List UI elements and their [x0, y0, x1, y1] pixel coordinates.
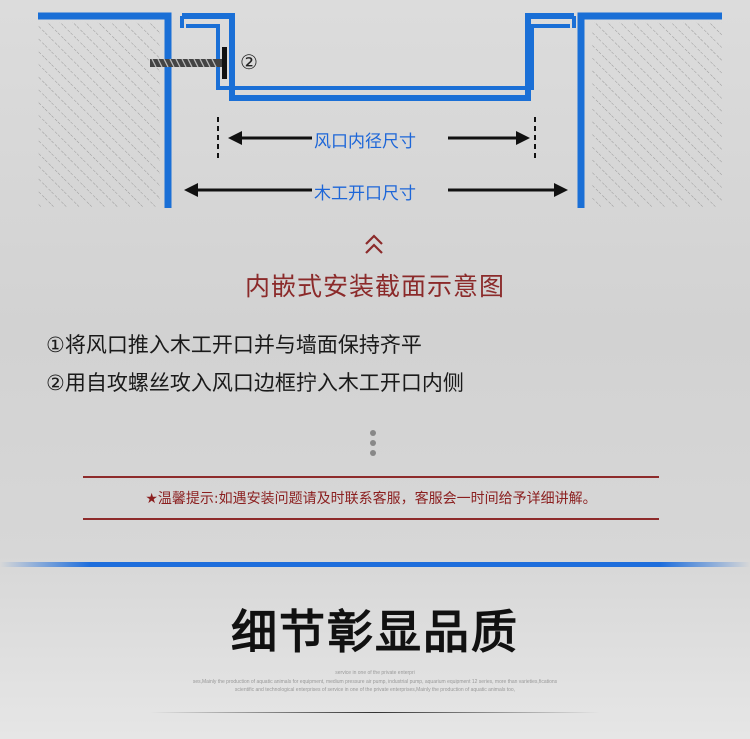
vent-frame-outer — [182, 13, 574, 101]
chevron-up-icon — [365, 234, 383, 254]
tip-text: ★温馨提示:如遇安装问题请及时联系客服，客服会一时间给予详细讲解。 — [145, 491, 597, 507]
step-1-text: ①将风口推入木工开口并与墙面保持齐平 — [46, 333, 422, 357]
more-dots-icon — [367, 430, 379, 462]
section-title: 内嵌式安装截面示意图 — [244, 272, 505, 301]
tip-box: ★温馨提示:如遇安装问题请及时联系客服，客服会一时间给予详细讲解。 — [83, 476, 659, 520]
opening-dimension-label: 木工开口尺寸 — [314, 184, 416, 204]
installation-cross-section-diagram — [38, 12, 722, 208]
screw-icon — [150, 47, 227, 79]
right-wall-hatch — [592, 22, 722, 207]
fine-print-line-3: scientific and technological enterprises… — [234, 687, 516, 693]
fine-print-line-1: service in one of the private enterpri — [335, 670, 415, 676]
inner-dimension-arrow — [228, 131, 530, 145]
inner-dimension-label: 风口内径尺寸 — [314, 132, 416, 152]
step-2-text: ②用自攻螺丝攻入风口边框拧入木工开口内侧 — [46, 371, 464, 395]
screw-marker-label: ② — [240, 50, 258, 74]
blue-divider — [0, 562, 750, 567]
fine-print-line-2: ses,Mainly the production of aquatic ani… — [192, 679, 558, 685]
left-wall-frame — [38, 12, 172, 208]
vent-frame-inner — [186, 24, 570, 90]
opening-dimension-arrow — [184, 183, 568, 197]
left-wall-hatch — [38, 22, 160, 207]
right-wall-frame — [577, 12, 722, 208]
details-heading: 细节彰显品质 — [231, 605, 519, 659]
bottom-rule — [150, 712, 600, 713]
